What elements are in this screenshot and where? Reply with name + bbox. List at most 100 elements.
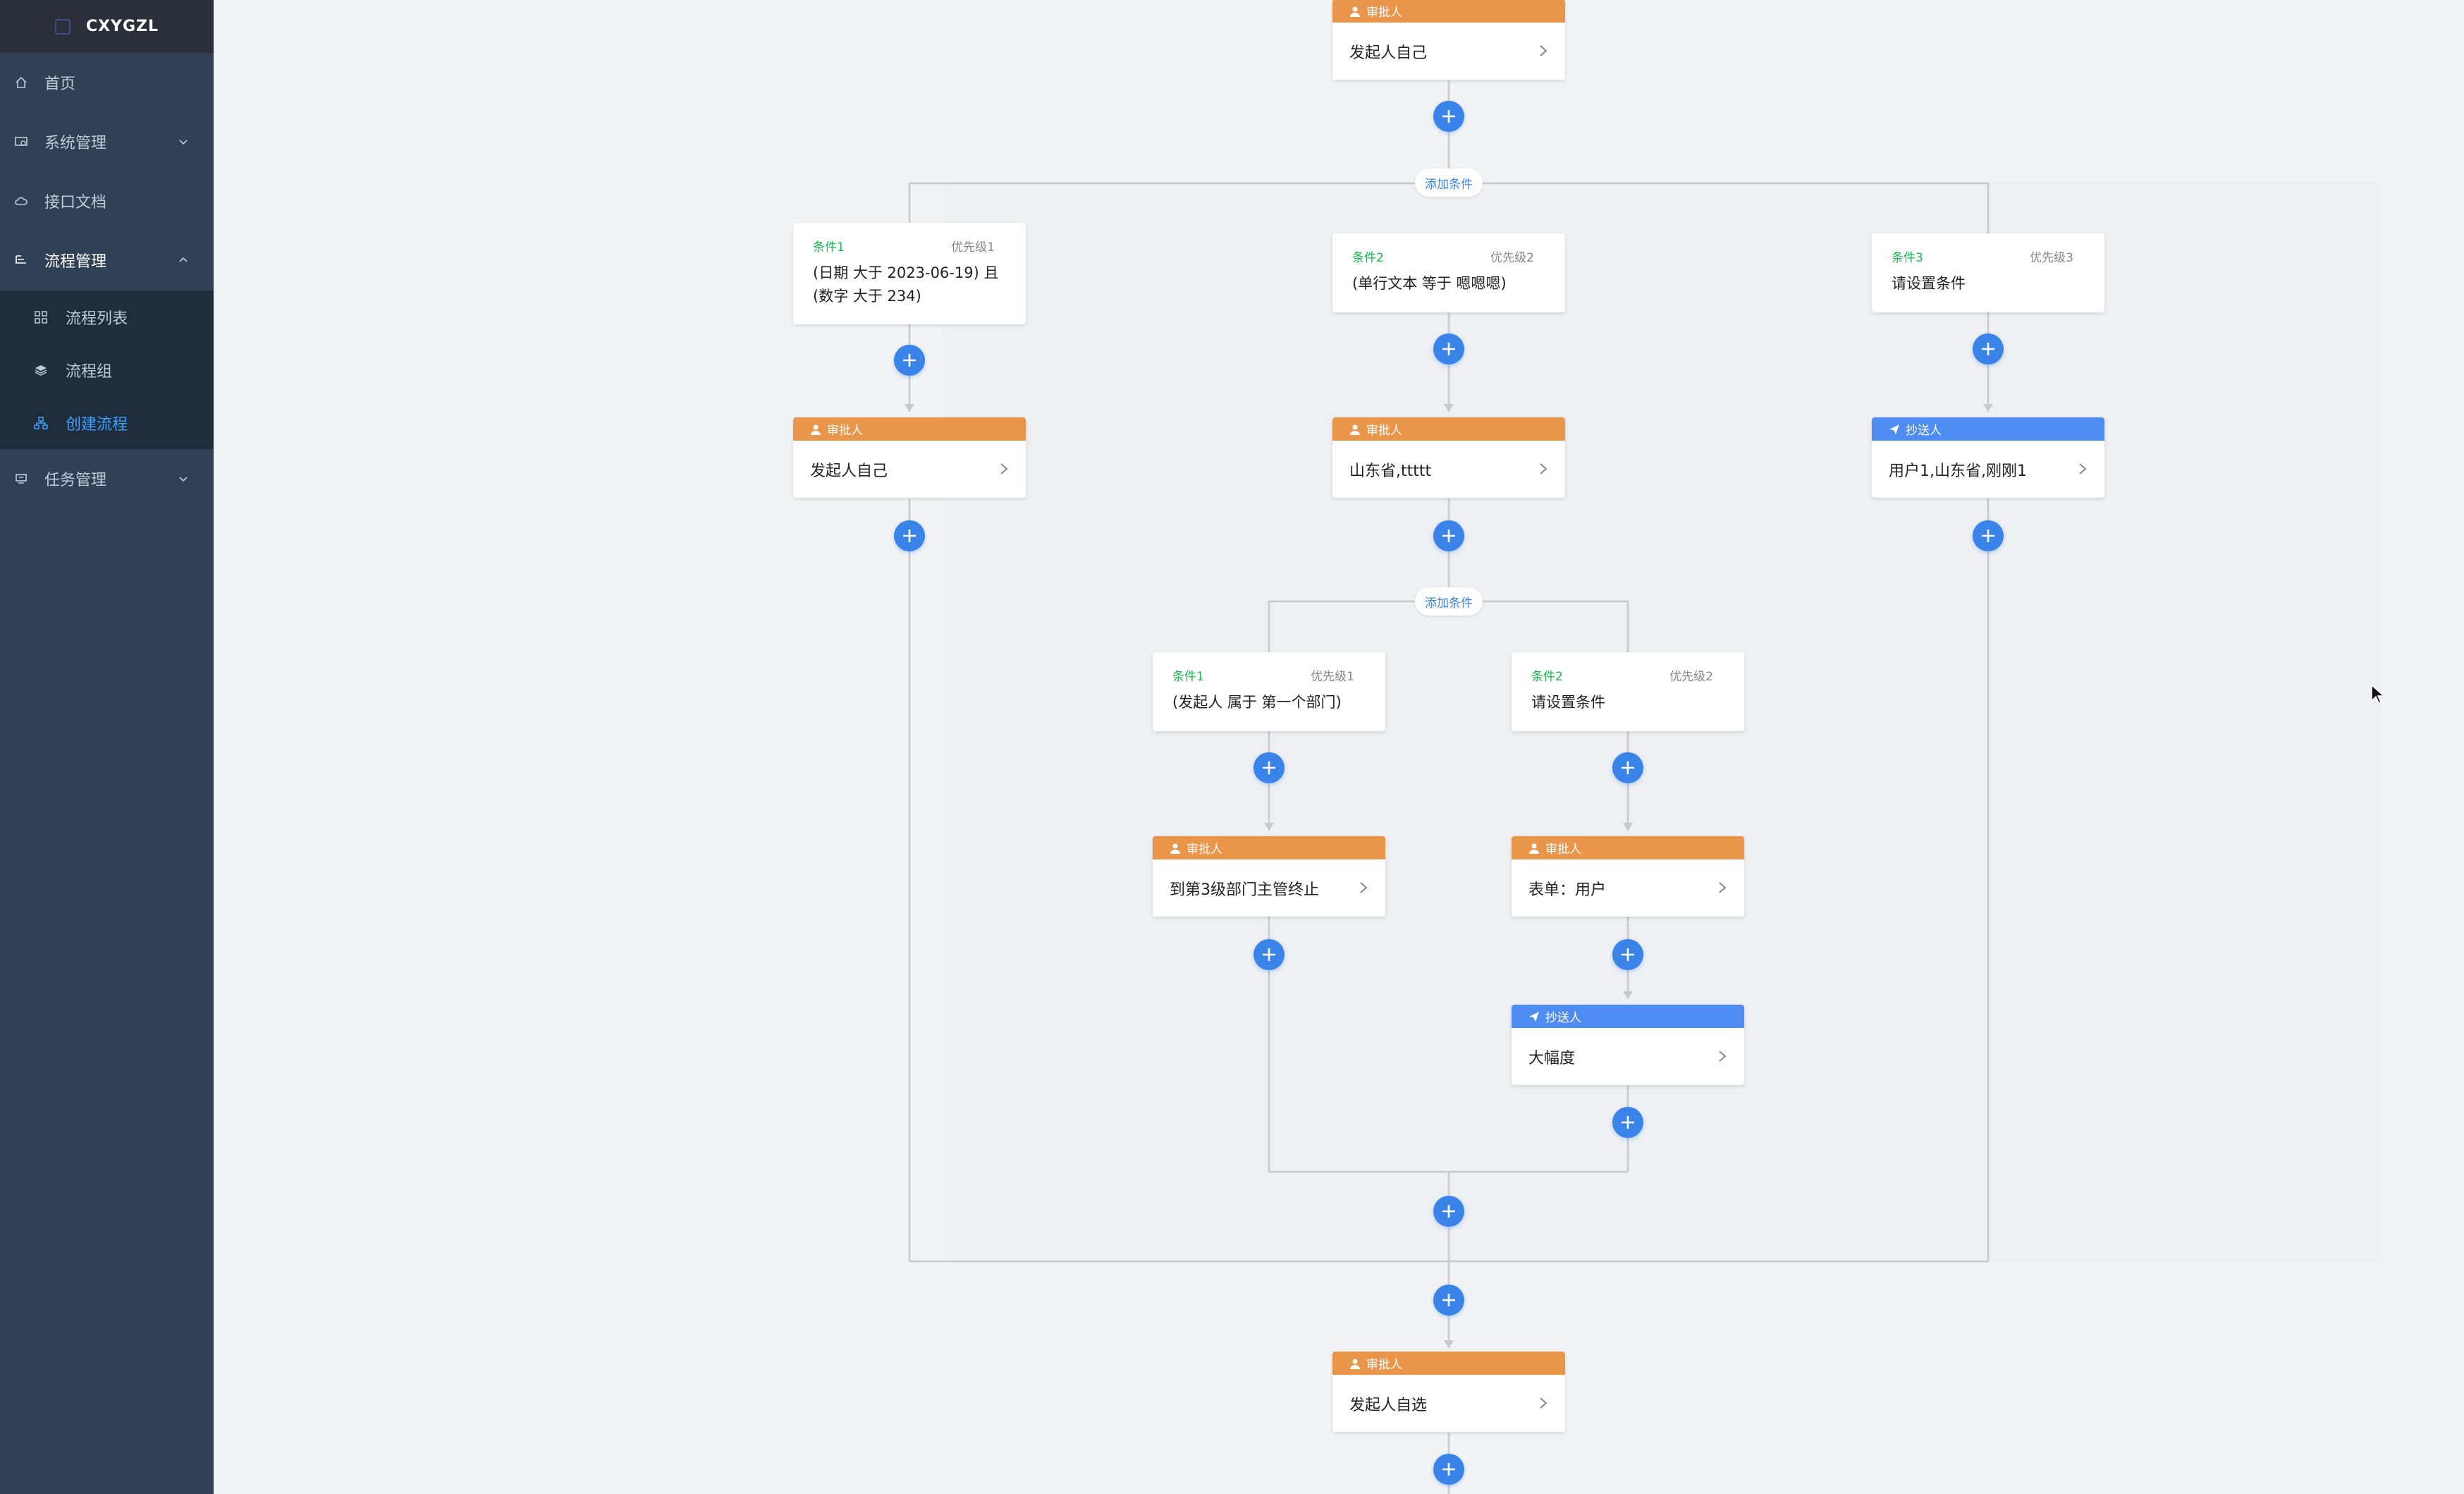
connector-lines	[905, 80, 1993, 1494]
user-icon	[1529, 843, 1539, 854]
chevron-down-icon	[179, 140, 188, 145]
sidebar-subitem-flow-list[interactable]: 流程列表	[0, 290, 214, 343]
plus-icon	[1622, 761, 1634, 774]
sidebar-item-api-docs[interactable]: 接口文档	[0, 171, 214, 231]
condition-text: (日期 大于 2023-06-19) 且 (数字 大于 234)	[813, 264, 999, 305]
condition-card-1[interactable]: 条件1 优先级1 (日期 大于 2023-06-19) 且 (数字 大于 234…	[793, 223, 1026, 324]
user-icon	[811, 424, 821, 435]
plus-icon	[1442, 1294, 1455, 1306]
sidebar-subitem-flow-group[interactable]: 流程组	[0, 343, 214, 396]
hierarchy-icon	[34, 416, 48, 429]
approver-node-top[interactable]: 审批人 发起人自己	[1332, 0, 1565, 80]
user-icon	[1170, 843, 1180, 854]
send-icon	[1889, 424, 1899, 434]
condition-title: 条件2	[1531, 670, 1563, 684]
sidebar-item-flow[interactable]: 流程管理	[0, 231, 214, 290]
sidebar-item-label: 首页	[44, 75, 76, 93]
add-node-button[interactable]	[894, 345, 925, 376]
add-node-button[interactable]	[1254, 939, 1285, 970]
sidebar-subitem-create-flow[interactable]: 创建流程	[0, 396, 214, 449]
node-type: 审批人	[1366, 1358, 1402, 1372]
approver-node[interactable]: 审批人 到第3级部门主管终止	[1153, 836, 1385, 917]
condition-priority: 优先级1	[1311, 670, 1354, 684]
home-icon	[16, 76, 27, 88]
condition-title: 条件3	[1892, 251, 1923, 265]
plus-icon	[1442, 1205, 1455, 1218]
sidebar-subitem-label: 创建流程	[66, 415, 128, 434]
node-type: 审批人	[1545, 843, 1581, 857]
approver-node-bottom[interactable]: 审批人 发起人自选	[1332, 1352, 1565, 1432]
logo-text: CXYGZL	[85, 18, 159, 35]
sidebar: CXYGZL 首页 系统管理 接口文档 流程管理 流程列表 流程组 创建流程 任…	[0, 0, 214, 1494]
sidebar-item-system[interactable]: 系统管理	[0, 112, 214, 171]
add-node-button[interactable]	[1433, 1454, 1464, 1485]
chevron-right-icon	[2079, 463, 2087, 474]
add-node-button[interactable]	[1973, 520, 2004, 551]
cc-node[interactable]: 抄送人 大幅度	[1512, 1005, 1744, 1085]
condition-title: 条件1	[813, 240, 845, 255]
approver-node[interactable]: 审批人 发起人自己	[793, 417, 1026, 498]
chevron-right-icon	[1719, 882, 1727, 893]
plus-icon	[1982, 529, 1994, 542]
chevron-up-icon	[179, 257, 188, 262]
node-type: 抄送人	[1545, 1011, 1581, 1025]
condition-text: (单行文本 等于 嗯嗯嗯)	[1352, 275, 1507, 292]
chevron-right-icon	[1540, 45, 1547, 56]
user-icon	[1350, 1359, 1360, 1369]
user-icon	[1350, 6, 1360, 17]
condition-card-3[interactable]: 条件3 优先级3 请设置条件	[1872, 233, 2104, 312]
task-icon	[16, 474, 27, 484]
add-node-button[interactable]	[894, 520, 925, 551]
sidebar-item-label: 系统管理	[44, 135, 107, 152]
add-node-button[interactable]	[1254, 752, 1285, 783]
sidebar-item-home[interactable]: 首页	[0, 53, 214, 112]
node-content: 发起人自选	[1349, 1396, 1428, 1414]
nested-condition-card-2[interactable]: 条件2 优先级2 请设置条件	[1512, 652, 1744, 731]
node-content: 到第3级部门主管终止	[1170, 881, 1319, 899]
approver-node[interactable]: 审批人 表单：用户	[1512, 836, 1744, 917]
node-type: 审批人	[827, 424, 863, 438]
add-node-button[interactable]	[1433, 520, 1464, 551]
plus-icon	[1263, 948, 1275, 961]
add-condition-button[interactable]: 添加条件	[1415, 169, 1483, 197]
logo-icon	[54, 18, 71, 35]
condition-text: 请设置条件	[1892, 275, 1966, 292]
condition-card-2[interactable]: 条件2 优先级2 (单行文本 等于 嗯嗯嗯)	[1332, 233, 1565, 312]
approver-node[interactable]: 审批人 山东省,ttttt	[1332, 417, 1565, 498]
plus-icon	[1442, 343, 1455, 355]
node-content: 发起人自己	[1349, 44, 1428, 62]
sidebar-subitem-label: 流程组	[66, 362, 113, 381]
nested-condition-card-1[interactable]: 条件1 优先级1 (发起人 属于 第一个部门)	[1153, 652, 1385, 731]
plus-icon	[1263, 761, 1275, 774]
sidebar-item-label: 任务管理	[44, 472, 107, 489]
cc-node[interactable]: 抄送人 用户1,山东省,刚刚1	[1872, 417, 2104, 498]
add-node-button[interactable]	[1433, 1196, 1464, 1227]
logo[interactable]: CXYGZL	[0, 0, 214, 53]
add-node-button[interactable]	[1433, 1285, 1464, 1316]
add-node-button[interactable]	[1973, 333, 2004, 365]
condition-priority: 优先级1	[951, 240, 995, 255]
chevron-right-icon	[1540, 463, 1547, 474]
node-type: 审批人	[1366, 424, 1402, 438]
add-condition-button[interactable]: 添加条件	[1415, 587, 1483, 616]
grid-icon	[35, 310, 47, 324]
add-node-button[interactable]	[1612, 752, 1643, 783]
add-node-button[interactable]	[1612, 939, 1643, 970]
chevron-right-icon	[1719, 1051, 1727, 1062]
add-node-button[interactable]	[1433, 333, 1464, 365]
sidebar-item-label: 接口文档	[44, 194, 107, 212]
node-content: 用户1,山东省,刚刚1	[1889, 462, 2027, 480]
condition-title: 条件2	[1352, 251, 1384, 265]
flow-icon	[16, 255, 26, 264]
add-node-button[interactable]	[1433, 101, 1464, 132]
user-icon	[1350, 424, 1360, 435]
add-node-button[interactable]	[1612, 1107, 1643, 1138]
layers-icon	[35, 365, 47, 376]
plus-icon	[1442, 1463, 1455, 1476]
plus-icon	[1622, 1116, 1634, 1129]
chevron-right-icon	[1360, 882, 1368, 893]
node-content: 大幅度	[1528, 1049, 1576, 1067]
sidebar-item-task[interactable]: 任务管理	[0, 449, 214, 508]
sidebar-subitem-label: 流程列表	[66, 310, 128, 328]
send-icon	[1529, 1011, 1539, 1022]
